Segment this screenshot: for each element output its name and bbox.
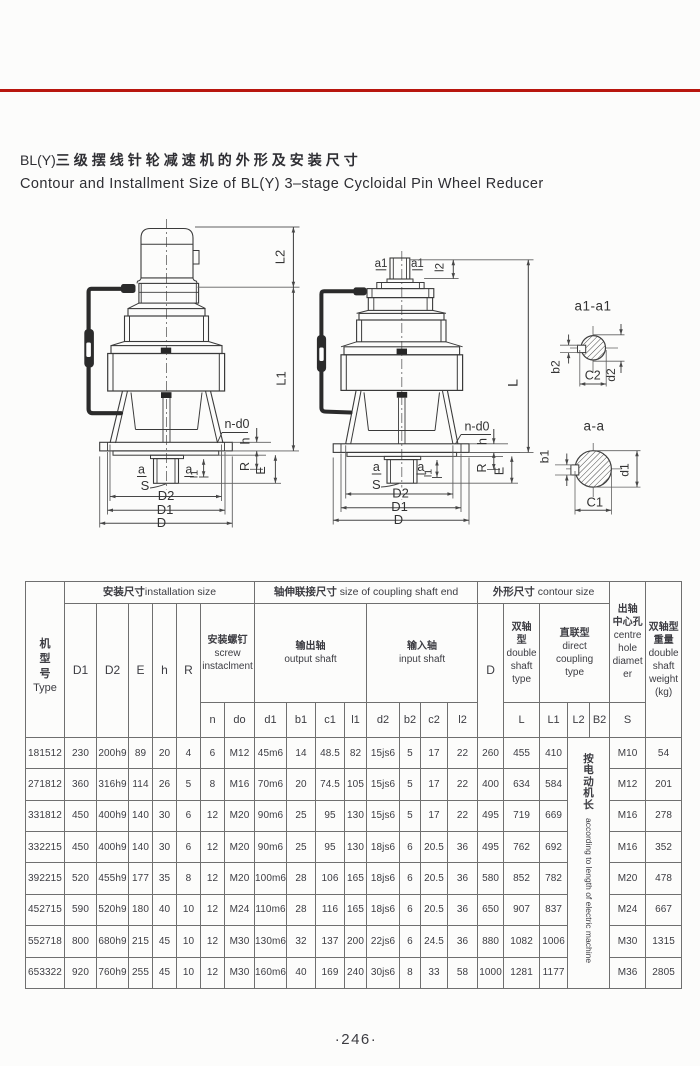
svg-text:b2: b2: [549, 360, 563, 374]
svg-text:b1: b1: [538, 450, 552, 464]
svg-text:C1: C1: [586, 495, 603, 510]
svg-text:L2: L2: [273, 250, 288, 264]
svg-text:l1: l1: [423, 469, 435, 477]
svg-text:a1-a1: a1-a1: [574, 299, 611, 314]
svg-text:D1: D1: [391, 499, 408, 514]
svg-text:D1: D1: [157, 502, 174, 517]
svg-text:L: L: [505, 379, 521, 387]
svg-text:a: a: [185, 463, 192, 477]
svg-text:E: E: [493, 467, 507, 475]
svg-text:n-d0: n-d0: [464, 420, 489, 434]
svg-text:h: h: [476, 438, 490, 445]
svg-text:a-a: a-a: [583, 419, 604, 434]
svg-text:C2: C2: [585, 368, 601, 382]
svg-text:L1: L1: [274, 371, 289, 385]
svg-text:S: S: [141, 478, 150, 493]
svg-text:R: R: [238, 462, 252, 471]
svg-text:h: h: [239, 437, 253, 444]
svg-text:a: a: [417, 460, 424, 474]
svg-text:a: a: [373, 460, 380, 474]
svg-text:D2: D2: [158, 488, 175, 503]
svg-text:l1: l1: [189, 470, 201, 478]
svg-text:a: a: [138, 463, 145, 477]
svg-text:n-d0: n-d0: [224, 417, 249, 431]
svg-text:E: E: [254, 466, 268, 474]
svg-text:a1: a1: [375, 258, 388, 270]
svg-text:d2: d2: [604, 368, 618, 382]
svg-text:S: S: [372, 477, 381, 492]
svg-text:l2: l2: [435, 263, 447, 272]
svg-text:D: D: [157, 515, 166, 530]
svg-text:D: D: [394, 512, 403, 527]
svg-text:R: R: [475, 463, 489, 472]
svg-text:D2: D2: [392, 486, 409, 501]
svg-text:d1: d1: [618, 463, 632, 477]
svg-text:a1: a1: [411, 258, 424, 270]
